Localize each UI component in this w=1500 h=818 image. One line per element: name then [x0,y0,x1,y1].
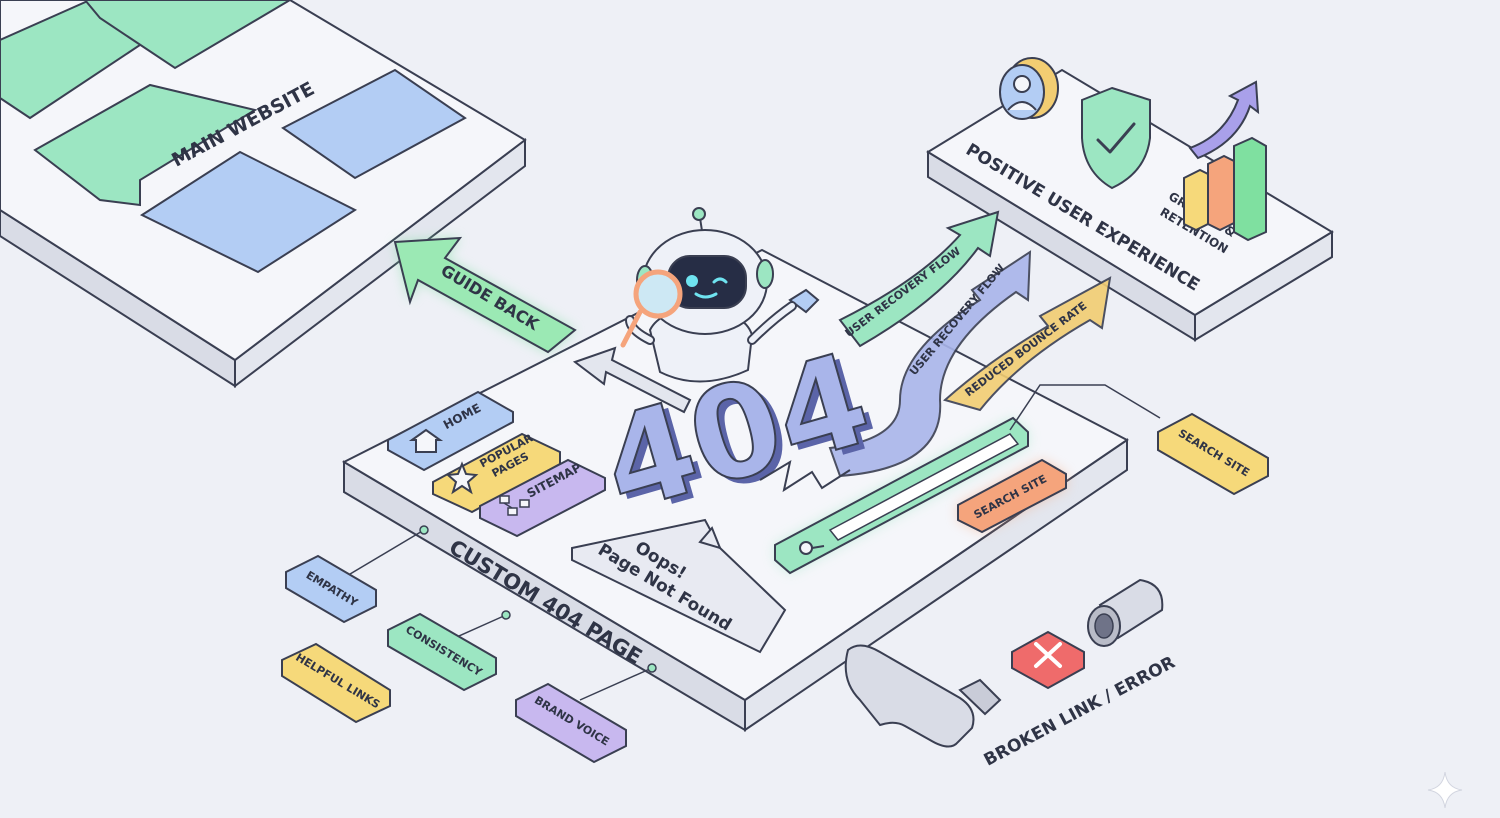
site-block-2 [83,0,292,70]
sitemap-icon [499,495,530,516]
user-icon [999,57,1059,120]
crack-line [759,459,851,493]
search-input[interactable] [828,433,1020,541]
site-block-5 [139,150,358,274]
consistency-tag: CONSISTENCY [387,612,497,692]
home-button[interactable]: HOME [387,390,514,472]
house-icon [408,428,444,453]
magnifier-icon [620,269,683,348]
guide-back-arrow: GUIDE BACK [393,236,577,354]
site-block-3 [33,83,258,207]
positive-ux-platform: POSITIVE USER EXPERIENCE GROWTH & RETENT… [926,57,1334,342]
main-website-platform: MAIN WEBSITE [0,0,527,389]
pipe-icon [844,578,1164,748]
brand-voice-tag: BRAND VOICE [515,682,627,764]
search-bar[interactable] [774,416,1029,575]
shield-check-icon [1081,86,1151,190]
helpful-links-tag: HELPFUL LINKS [281,642,391,724]
magnifier-icon [799,541,825,555]
empathy-tag: EMPATHY [285,554,377,624]
sparkle-icon [1427,771,1463,809]
grey-arrow-left [572,346,692,414]
x-icon [1011,630,1085,690]
star-icon [445,461,479,495]
bar-chart-icon [1183,80,1267,242]
site-block-4 [281,68,467,180]
